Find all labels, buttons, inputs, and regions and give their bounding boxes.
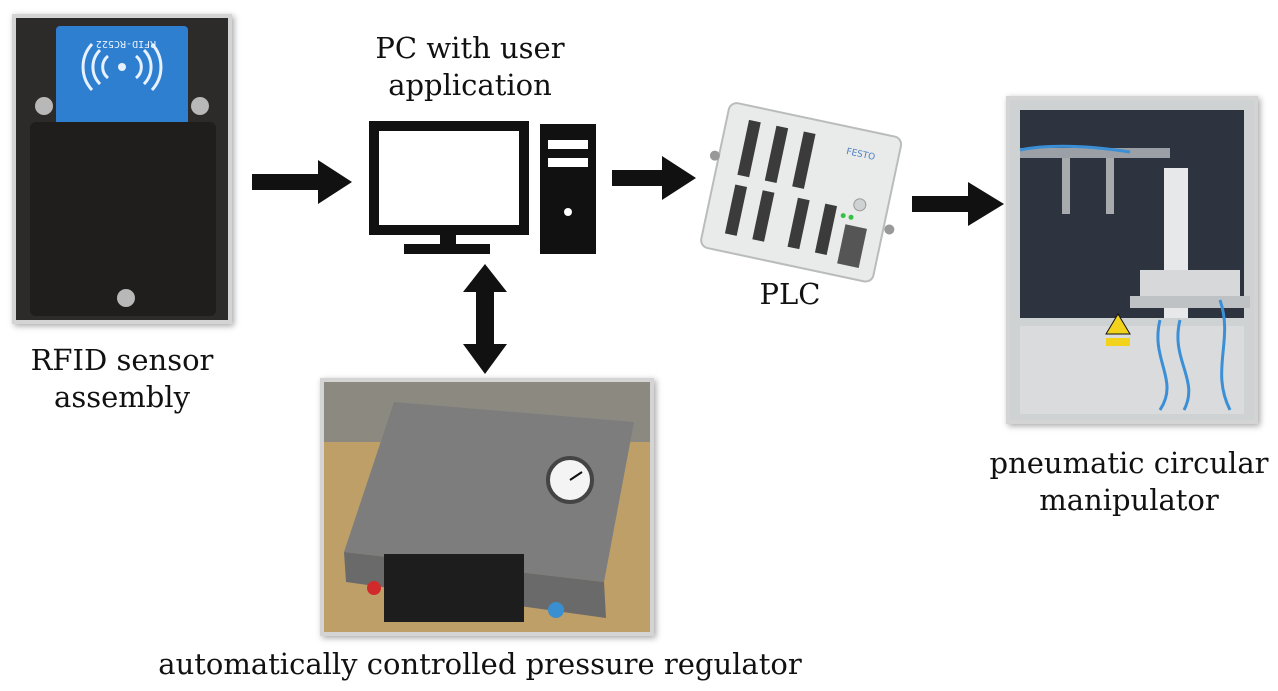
manipulator-label: pneumatic circular manipulator — [989, 446, 1269, 517]
plc-device — [700, 102, 903, 283]
computer-tower-icon — [540, 124, 596, 254]
rfid-reader-board — [56, 26, 188, 126]
rfid-label: RFID sensor assembly — [30, 343, 214, 414]
manipulator-photo — [1006, 96, 1258, 424]
arrow-right-icon — [612, 156, 696, 200]
rfid-sensor-photo: RFID-RC522 — [12, 14, 232, 324]
regulator-label: automatically controlled pressure regula… — [158, 647, 802, 681]
double-arrow-vertical-icon — [463, 264, 507, 374]
rfid-sensor-drawing — [16, 18, 228, 320]
arrow-right-icon — [252, 160, 352, 204]
pc-label: PC with user application — [375, 31, 565, 102]
arrow-right-icon — [912, 182, 1004, 226]
manipulator-drawing — [1010, 100, 1254, 420]
regulator-drawing — [324, 382, 650, 632]
regulator-photo — [320, 378, 654, 636]
plc-label: PLC — [759, 277, 821, 311]
rfid-sleeve — [30, 122, 216, 316]
monitor-icon — [369, 121, 529, 254]
